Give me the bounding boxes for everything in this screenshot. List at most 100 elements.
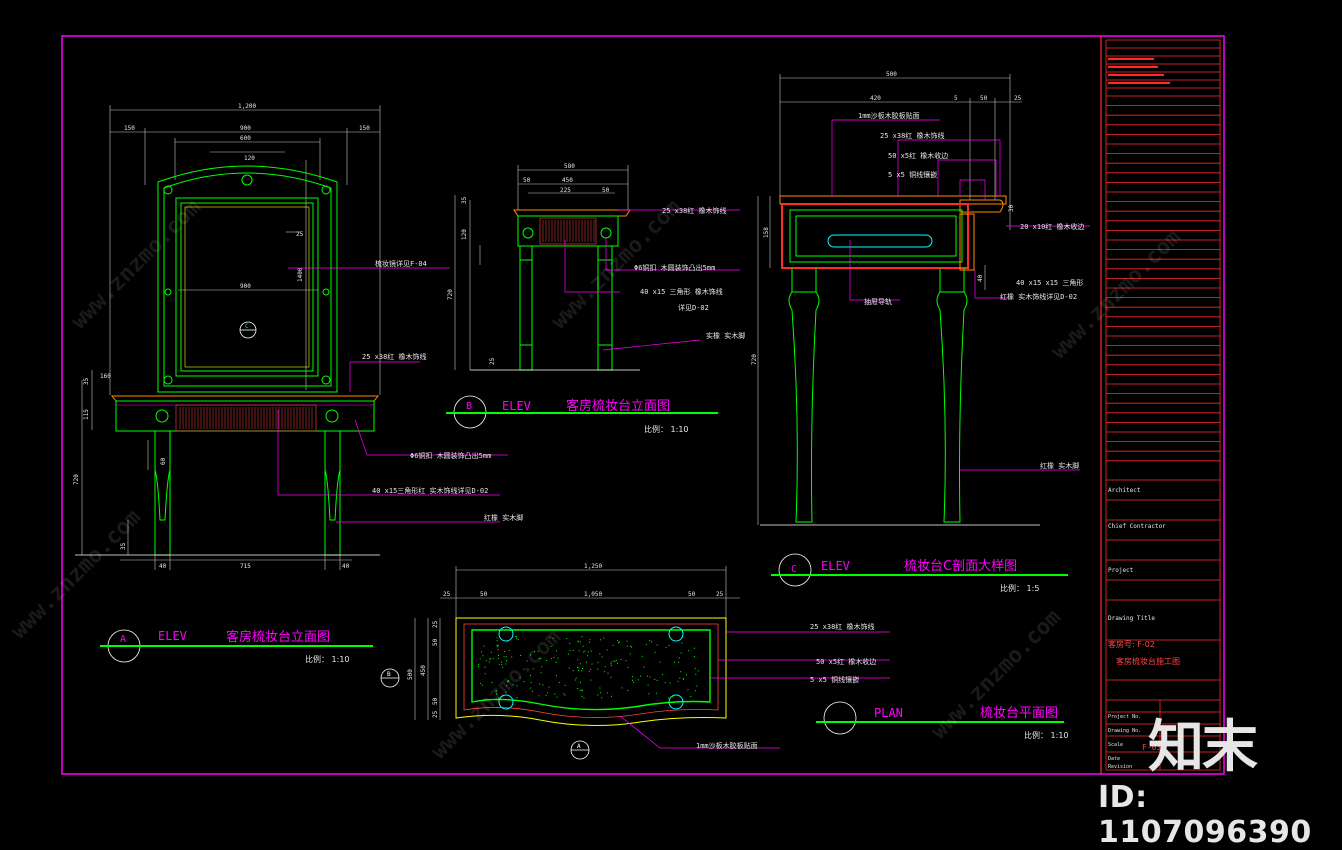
label-p-top: 1mm沙板木胶板贴面 — [696, 741, 758, 750]
label-b-triangle: 40 x15 三角形 橡木饰线 — [640, 287, 723, 296]
tb-drawing-name: 客房梳妆台施工图 — [1116, 656, 1180, 666]
caption-p-title: 梳妆台平面图 — [980, 706, 1058, 721]
dim-a-side-1: 115 — [83, 409, 90, 420]
dim-a-h1: 25 — [296, 231, 304, 238]
dim-p-overall: 1,250 — [584, 563, 602, 570]
dim-a-right: 150 — [359, 125, 370, 132]
dim-a-side-4: 35 — [120, 542, 127, 550]
dim-a-top-arch: 600 — [240, 135, 251, 142]
dim-a-top-small: 120 — [244, 155, 255, 162]
label-c-top: 1mm沙板木胶板贴面 — [858, 111, 920, 120]
dim-p-side-0: 25 — [432, 620, 439, 628]
dim-p-side-4: 50 — [432, 697, 439, 705]
dim-c-overall: 500 — [886, 71, 897, 78]
view-a-labels: 梳妆镜详见F-04 25 x38红 橡木饰线 Φ6铜扣 木圆装饰凸出5mm 40… — [362, 259, 523, 522]
label-b-triangle2: 详见D-02 — [678, 303, 709, 312]
label-c-edge2: 20 x10红 橡木收边 — [1020, 222, 1085, 231]
dim-p-b: 50 — [480, 591, 488, 598]
label-b-knob: Φ6铜扣 木圆装饰凸出5mm — [634, 263, 715, 272]
tb-label-contractor: Chief Contractor — [1108, 523, 1166, 530]
label-c-leg: 红橡 实木脚 — [1040, 461, 1079, 470]
tb-sheet: F-03 — [1142, 743, 1161, 752]
plan-view: 1,250 25 50 1,050 50 25 25 50 450 500 50… — [380, 563, 1069, 760]
tb-label-project: Project — [1108, 567, 1134, 574]
svg-text:B: B — [387, 671, 391, 678]
tb-item-4: Revision — [1108, 764, 1132, 770]
caption-c-scale: 比例： 1:5 — [1000, 583, 1039, 593]
label-b-edge: 25 x38红 橡木饰线 — [662, 206, 727, 215]
drawing-frame — [61, 35, 1225, 775]
label-p-edge: 25 x38红 橡木饰线 — [810, 622, 875, 631]
watermark-id: ID: 1107096390 — [1098, 780, 1312, 850]
caption-a-scale: 比例： 1:10 — [305, 654, 350, 664]
label-c-line: 5 x5 铜线镶嵌 — [888, 170, 937, 179]
caption-b-scale: 比例： 1:10 — [644, 424, 689, 434]
view-a-table — [110, 395, 380, 556]
dim-c-b: 5 — [954, 95, 958, 102]
label-c-strip: 50 x5红 橡木收边 — [888, 151, 948, 160]
mirror-frame — [157, 165, 338, 393]
dim-b-b: 450 — [562, 177, 573, 184]
watermark-url-3: www.znzmo.com — [7, 505, 146, 644]
label-c-edge: 25 x38红 橡木饰线 — [880, 131, 945, 140]
svg-text:C: C — [245, 323, 249, 330]
dim-a-vert: 1400 — [297, 267, 304, 282]
tb-label-drawing: Drawing Title — [1108, 615, 1155, 622]
dim-a-mid: 900 — [240, 125, 251, 132]
caption-p-scale: 比例： 1:10 — [1024, 730, 1069, 740]
tb-item-0: Project No. — [1108, 714, 1141, 720]
view-b-caption: B ELEV 客房梳妆台立面图 比例： 1:10 — [446, 395, 718, 434]
dim-b-c: 225 — [560, 187, 571, 194]
dim-p-side-2: 450 — [420, 665, 427, 676]
title-block — [1105, 39, 1221, 771]
title-block-text: Architect Chief Contractor Project Drawi… — [1108, 58, 1180, 770]
view-a-caption: A ELEV 客房梳妆台立面图 比例： 1:10 — [100, 629, 373, 664]
view-c-caption: C ELEV 梳妆台C剖面大样图 比例： 1:5 — [771, 553, 1068, 593]
caption-b-code: ELEV — [502, 399, 531, 413]
dim-p-d: 50 — [688, 591, 696, 598]
caption-a-code: ELEV — [158, 629, 187, 643]
view-a-dims — [81, 105, 381, 570]
dim-p-e: 25 — [716, 591, 724, 598]
dim-b-side-2: 720 — [447, 289, 454, 300]
view-a-leaders — [277, 267, 508, 523]
plan-caption: PLAN 梳妆台平面图 比例： 1:10 — [816, 701, 1069, 740]
label-a-edge: 25 x38红 橡木饰线 — [362, 352, 427, 361]
caption-c-code: ELEV — [821, 559, 850, 573]
label-p-line: 5 x5 铜线镶嵌 — [810, 675, 859, 684]
label-b-leg: 实橡 实木脚 — [706, 331, 745, 340]
label-c-triangle2: 红橡 实木饰线详见D-02 — [1000, 292, 1077, 301]
label-a-leg: 红橡 实木脚 — [484, 513, 523, 522]
dim-p-side-3: 500 — [407, 669, 414, 680]
mirror-symbol: C — [239, 321, 257, 339]
caption-p-code: PLAN — [874, 706, 903, 720]
label-p-strip: 50 x5红 橡木收边 — [816, 657, 876, 666]
dim-p-a: 25 — [443, 591, 451, 598]
watermark-logo: 知末 — [1148, 715, 1258, 780]
dim-a-side-0: 35 — [83, 377, 90, 385]
dim-a-bot-b: 715 — [240, 563, 251, 570]
dim-p-c: 1,050 — [584, 591, 602, 598]
dim-b-side-3: 25 — [489, 357, 496, 365]
dim-a-bot-a: 40 — [159, 563, 167, 570]
tb-room: 客房号: F-02 — [1108, 639, 1155, 649]
dim-b-side-0: 35 — [461, 196, 468, 204]
dim-a-left: 150 — [124, 125, 135, 132]
dim-c-side-3: 40 — [977, 274, 984, 282]
caption-c-letter: C — [791, 564, 797, 575]
watermark-url-6: www.znzmo.com — [927, 605, 1066, 744]
tb-item-1: Drawing No. — [1108, 728, 1141, 734]
plan-section-markers: B A — [380, 668, 590, 760]
tb-item-2: Scale — [1108, 742, 1123, 748]
caption-a-letter: A — [120, 634, 126, 645]
dim-a-side-3: 60 — [160, 457, 167, 465]
dim-a-overall: 1,200 — [238, 103, 256, 110]
svg-text:A: A — [577, 743, 581, 750]
dim-c-side-0: 158 — [763, 227, 770, 238]
caption-a-title: 客房梳妆台立面图 — [226, 629, 330, 645]
dim-c-a: 420 — [870, 95, 881, 102]
watermark-url-4: www.znzmo.com — [427, 625, 566, 764]
dim-p-side-1: 50 — [432, 638, 439, 646]
label-c-rail: 抽屉导轨 — [864, 297, 892, 306]
view-b-elevation: 580 50 450 225 50 35 120 720 25 — [446, 163, 745, 434]
